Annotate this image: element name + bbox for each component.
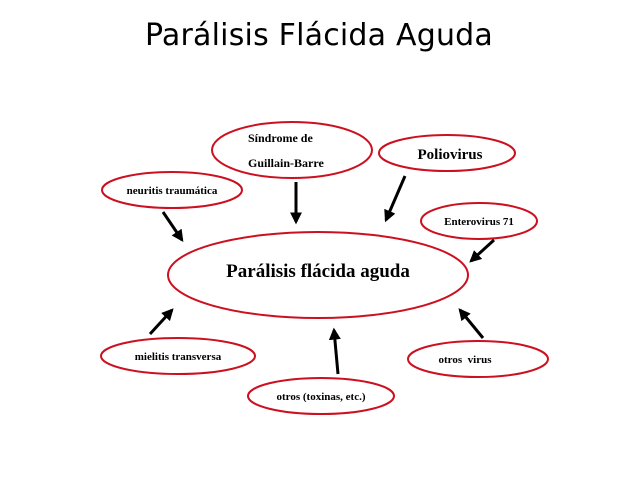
node-otros-virus: otros virus: [407, 340, 549, 378]
otros-virus-ellipse: [407, 340, 549, 378]
arrow-mielitis: [148, 308, 174, 336]
mielitis-label: mielitis transversa: [135, 351, 222, 363]
node-toxinas: otros (toxinas, etc.): [247, 377, 395, 415]
neuritis-ellipse: [101, 171, 243, 209]
guillain-barre-label-line2: Guillain-Barre: [248, 156, 324, 170]
node-neuritis: neuritis traumática: [101, 171, 243, 209]
node-guillain-barre: Síndrome de Guillain-Barre: [211, 121, 373, 179]
guillain-barre-ellipse: [211, 121, 373, 179]
poliovirus-ellipse: [378, 134, 516, 172]
slide-title: Parálisis Flácida Aguda: [144, 18, 494, 53]
node-poliovirus: Poliovirus: [378, 134, 516, 172]
arrow-otros-virus: [458, 308, 485, 339]
arrow-neuritis: [161, 211, 184, 242]
enterovirus-label: Enterovirus 71: [444, 216, 514, 228]
node-mielitis: mielitis transversa: [100, 337, 256, 375]
center-ellipse: [167, 231, 469, 319]
node-enterovirus: Enterovirus 71: [420, 202, 538, 240]
arrow-enterovirus: [469, 238, 496, 263]
arrow-toxinas: [328, 327, 341, 375]
otros-virus-label: otros virus: [439, 354, 493, 366]
mielitis-ellipse: [100, 337, 256, 375]
enterovirus-ellipse: [420, 202, 538, 240]
center-label: Parálisis flácida aguda: [226, 261, 410, 282]
toxinas-label: otros (toxinas, etc.): [277, 391, 366, 403]
guillain-barre-label-line1: Síndrome de: [248, 131, 313, 145]
neuritis-label: neuritis traumática: [127, 185, 218, 197]
poliovirus-label: Poliovirus: [417, 147, 482, 163]
toxinas-ellipse: [247, 377, 395, 415]
arrow-poliovirus: [384, 175, 407, 223]
center-node: Parálisis flácida aguda: [167, 231, 469, 319]
